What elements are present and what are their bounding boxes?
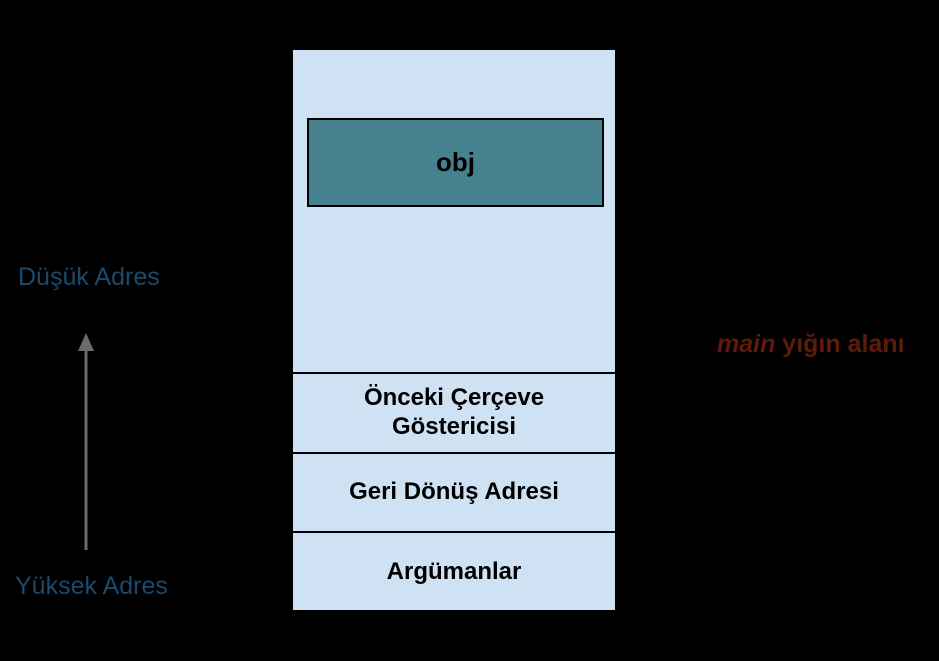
up-arrow-icon bbox=[78, 333, 94, 550]
frame-arguments: Argümanlar bbox=[293, 531, 615, 611]
frame-label: Önceki Çerçeve Göstericisi bbox=[363, 384, 545, 440]
stack-top-section: obj bbox=[293, 50, 615, 372]
high-address-label: Yüksek Adres bbox=[15, 572, 168, 600]
frame-label: Argümanlar bbox=[386, 557, 522, 585]
stack-annotation: main yığın alanı bbox=[717, 330, 905, 359]
stack-annotation-italic: main bbox=[717, 330, 776, 358]
obj-label: obj bbox=[436, 147, 475, 177]
frame-return-address: Geri Dönüş Adresi bbox=[293, 452, 615, 531]
stack-annotation-rest: yığın alanı bbox=[775, 330, 905, 358]
frame-previous-frame-pointer: Önceki Çerçeve Göstericisi bbox=[293, 372, 615, 452]
low-address-label: Düşük Adres bbox=[18, 263, 160, 291]
frame-label: Geri Dönüş Adresi bbox=[349, 478, 559, 506]
stack-frame-box: obj Önceki Çerçeve Göstericisi Geri Dönü… bbox=[292, 49, 616, 611]
obj-box: obj bbox=[307, 118, 604, 207]
